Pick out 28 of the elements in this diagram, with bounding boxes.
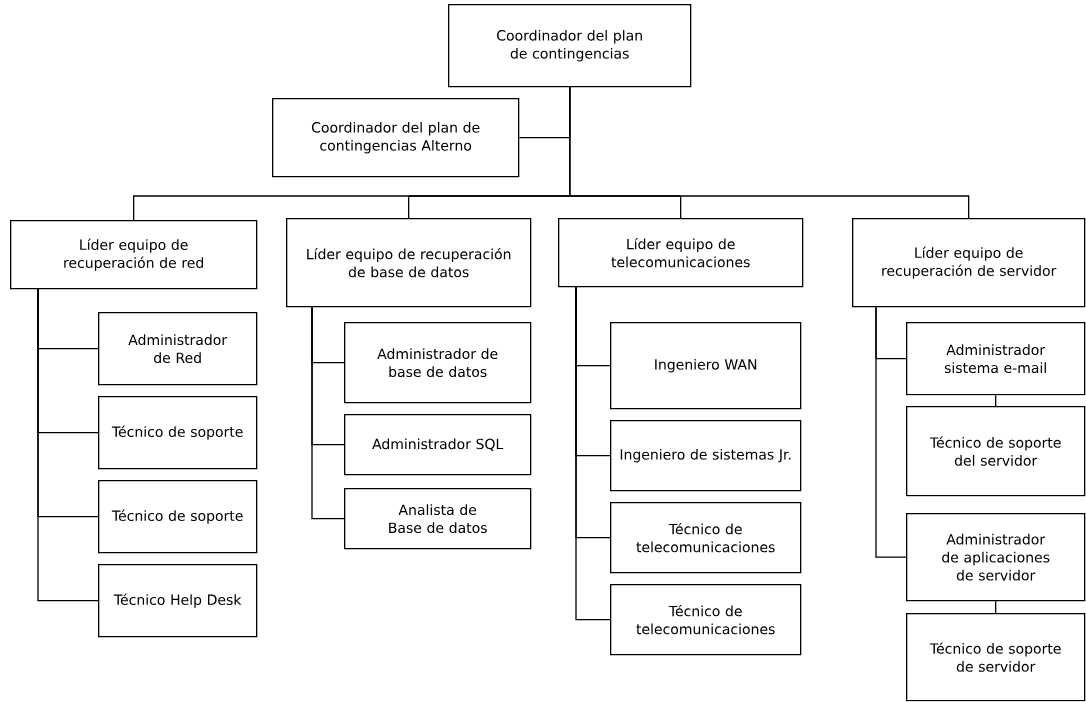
org-box: Técnico de soporte: [98, 396, 258, 470]
org-box: Ingeniero WAN: [610, 322, 802, 410]
org-box: Técnico de telecomunicaciones: [610, 502, 802, 574]
org-box: Líder equipo de recuperación de base de datos: [286, 218, 532, 308]
org-box: Administrador de aplicaciones de servidor: [906, 513, 1086, 602]
org-box: Administrador de Red: [98, 312, 258, 386]
org-box: Líder equipo de recuperación de red: [10, 220, 258, 290]
org-box: Analista de Base de datos: [344, 488, 532, 550]
org-box: Administrador de base de datos: [344, 322, 532, 404]
org-box: Líder equipo de recuperación de servidor: [852, 218, 1086, 308]
org-box: Administrador sistema e-mail: [906, 322, 1086, 396]
org-box: Coordinador del plan de contingencias: [448, 4, 692, 88]
org-box: Técnico de telecomunicaciones: [610, 584, 802, 656]
connector-line: [575, 286, 611, 621]
connector-line: [995, 394, 997, 407]
connector-line: [995, 600, 997, 614]
connector-line: [875, 306, 907, 558]
org-box: Técnico de soporte del servidor: [906, 406, 1086, 497]
org-box: Coordinador del plan de contingencias Alterno: [272, 98, 520, 178]
connector-line: [37, 288, 99, 602]
connector-line: [569, 86, 970, 219]
org-box: Técnico Help Desk: [98, 564, 258, 638]
org-box: Líder equipo de telecomunicaciones: [558, 218, 804, 288]
connector-line: [311, 306, 345, 520]
org-box: Administrador SQL: [344, 414, 532, 476]
org-box: Técnico de soporte: [98, 480, 258, 554]
org-box: Técnico de soporte de servidor: [906, 613, 1086, 702]
org-box: Ingeniero de sistemas Jr.: [610, 420, 802, 492]
